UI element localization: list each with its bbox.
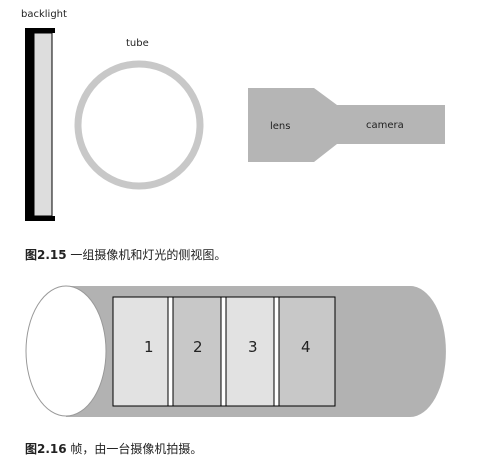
camera-label: camera — [366, 120, 404, 131]
tube-ring — [74, 60, 204, 190]
frame-3-number: 3 — [248, 338, 258, 356]
figure-number: 图2.16 — [25, 442, 67, 456]
cylinder-right-cap — [376, 286, 444, 416]
cylinder-left-opening — [25, 285, 107, 417]
caption-text: 一组摄像机和灯光的侧视图。 — [66, 248, 227, 262]
camera-body — [248, 88, 445, 162]
frame-2-number: 2 — [193, 338, 203, 356]
frame-strip: 1 2 3 4 — [112, 296, 336, 407]
frame-gap-3 — [273, 296, 280, 407]
backlight-bar — [25, 29, 34, 221]
frame-3 — [225, 296, 275, 407]
backlight-top-cap — [25, 28, 55, 33]
figure-number: 图2.15 — [25, 248, 67, 262]
tube-label: tube — [126, 38, 149, 49]
backlight-label: backlight — [21, 9, 67, 20]
frame-gap-2 — [220, 296, 227, 407]
figure-caption-2-16: 图2.16 帧，由一台摄像机拍摄。 — [25, 440, 202, 457]
frame-1 — [112, 296, 169, 407]
frame-4 — [278, 296, 336, 407]
frame-1-number: 1 — [144, 338, 154, 356]
caption-text: 帧，由一台摄像机拍摄。 — [66, 442, 203, 456]
backlight-bottom-cap — [25, 216, 55, 221]
frame-gap-1 — [167, 296, 174, 407]
figure-caption-2-15: 图2.15 一组摄像机和灯光的侧视图。 — [25, 246, 226, 263]
frame-2 — [172, 296, 222, 407]
lens-label: lens — [270, 121, 290, 132]
frame-4-number: 4 — [301, 338, 311, 356]
backlight-panel — [33, 32, 53, 217]
backlight — [25, 28, 55, 221]
